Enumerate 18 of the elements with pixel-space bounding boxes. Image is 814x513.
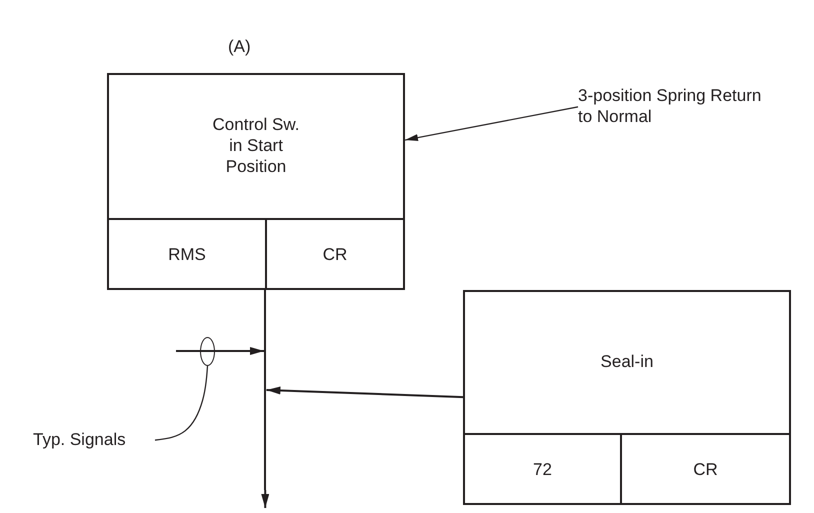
- cell-text: CR: [322, 244, 348, 264]
- arrow: [176, 347, 264, 355]
- bus-line: [264, 290, 266, 490]
- block-title: Control Sw. in Start Position: [212, 114, 300, 177]
- arrow: [266, 386, 464, 398]
- figure-label: (A): [228, 36, 251, 57]
- cell-text: CR: [693, 458, 718, 480]
- leader-line: [154, 366, 208, 441]
- annotation-text: 3-position Spring Return to Normal: [578, 85, 762, 127]
- block-title: Seal-in: [600, 351, 654, 372]
- block-box: [107, 73, 405, 290]
- cell-text: 72: [533, 458, 552, 480]
- arrow: [261, 490, 270, 508]
- cell-text: RMS: [168, 244, 206, 264]
- arrow: [404, 106, 578, 142]
- annotation-text: Typ. Signals: [33, 428, 126, 450]
- signal-ring: [200, 337, 215, 366]
- block-box: [463, 290, 791, 505]
